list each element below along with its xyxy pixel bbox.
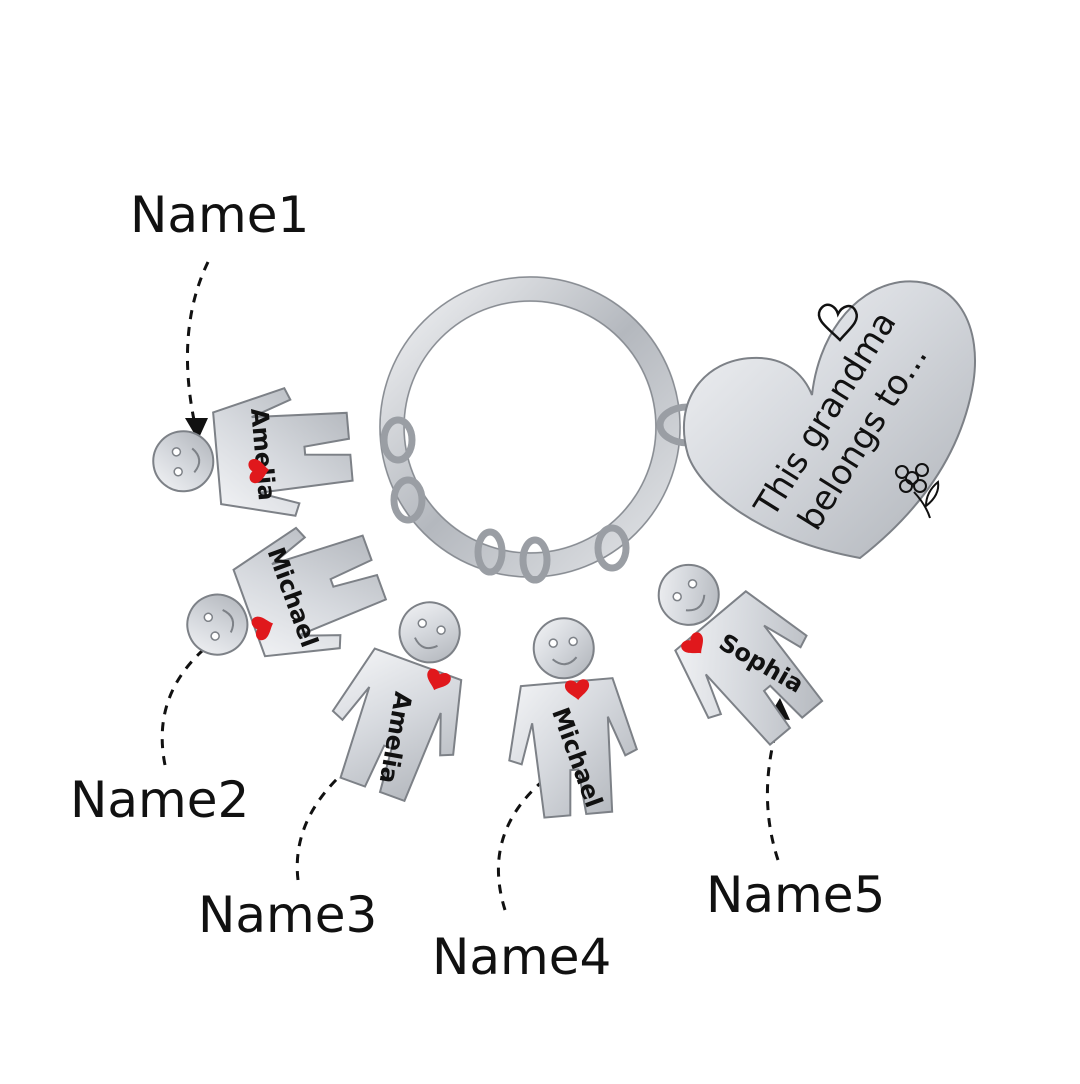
charm-1: Amelia	[146, 381, 357, 529]
callout-name3: Name3	[198, 886, 378, 944]
charm-3: Amelia	[311, 581, 502, 813]
key-ring	[379, 276, 681, 578]
callout-name4: Name4	[432, 928, 612, 986]
callout-name5: Name5	[706, 866, 886, 924]
callout-name2: Name2	[70, 771, 250, 829]
jump-rings	[380, 403, 720, 584]
dashed-arrow-icon-4	[497, 773, 551, 911]
charm-4: Michael	[496, 611, 644, 822]
heart-tag: This grandma belongs to...	[682, 280, 976, 560]
flower-icon	[895, 463, 940, 519]
callout-name1: Name1	[130, 186, 310, 244]
heart-filled-icon	[681, 632, 703, 654]
heart-filled-icon	[564, 679, 590, 701]
heart-outline-icon	[817, 303, 859, 342]
charm-5: Sophia	[619, 529, 847, 765]
charm-2: Michael	[166, 506, 398, 697]
heart-filled-icon	[251, 616, 274, 641]
dashed-arrow-icon-5	[765, 711, 784, 861]
heart-filled-icon	[427, 668, 451, 691]
callout-arrows	[160, 261, 784, 911]
dashed-arrow-icon-1	[185, 261, 210, 426]
heart-filled-icon	[248, 459, 270, 484]
dashed-arrow-icon-2	[160, 638, 216, 766]
dashed-arrow-icon-3	[295, 753, 366, 881]
